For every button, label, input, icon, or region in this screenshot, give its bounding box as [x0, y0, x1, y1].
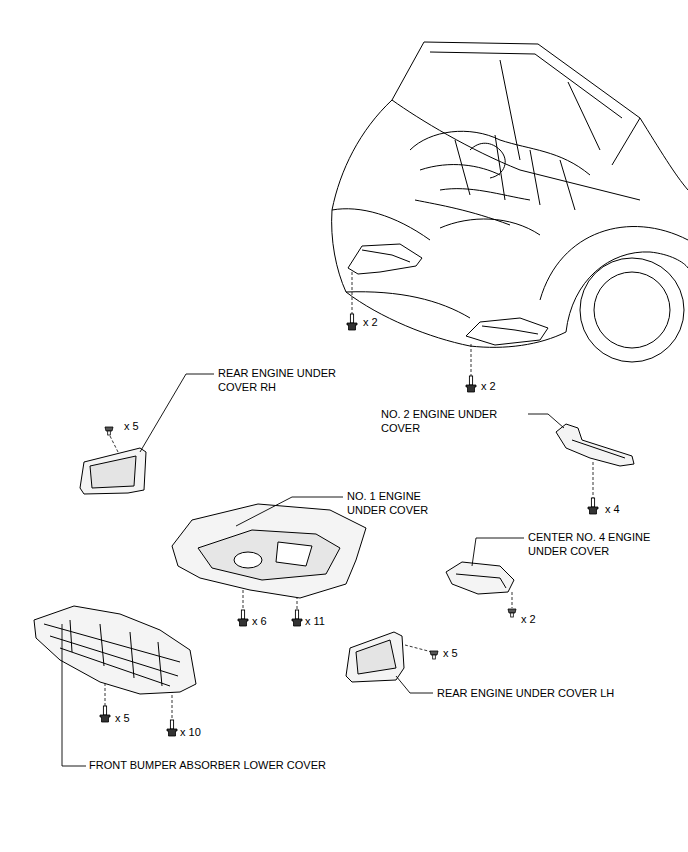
quantity-label: x 5	[442, 646, 459, 660]
part-name: CENTER NO. 4 ENGINE UNDER COVER	[527, 530, 665, 558]
quantity-label: x 5	[123, 419, 140, 433]
part-name: REAR ENGINE UNDER COVER RH	[217, 366, 347, 394]
part-name: FRONT BUMPER ABSORBER LOWER COVER	[88, 758, 327, 772]
quantity-label: x 4	[604, 502, 621, 516]
leader-lines	[62, 374, 564, 766]
quantity-label: x 10	[179, 725, 202, 739]
part-name: NO. 2 ENGINE UNDER COVER	[380, 407, 512, 435]
part-name: REAR ENGINE UNDER COVER LH	[436, 686, 615, 700]
quantity-label: x 2	[520, 612, 537, 626]
vehicle-front	[332, 42, 688, 362]
quantity-label: x 2	[362, 315, 379, 329]
quantity-label: x 11	[304, 614, 326, 628]
quantity-label: x 5	[114, 711, 131, 725]
quantity-label: x 6	[251, 614, 268, 628]
cover-parts	[34, 424, 634, 694]
part-name: NO. 1 ENGINE UNDER COVER	[346, 489, 440, 517]
quantity-label: x 2	[480, 379, 497, 393]
